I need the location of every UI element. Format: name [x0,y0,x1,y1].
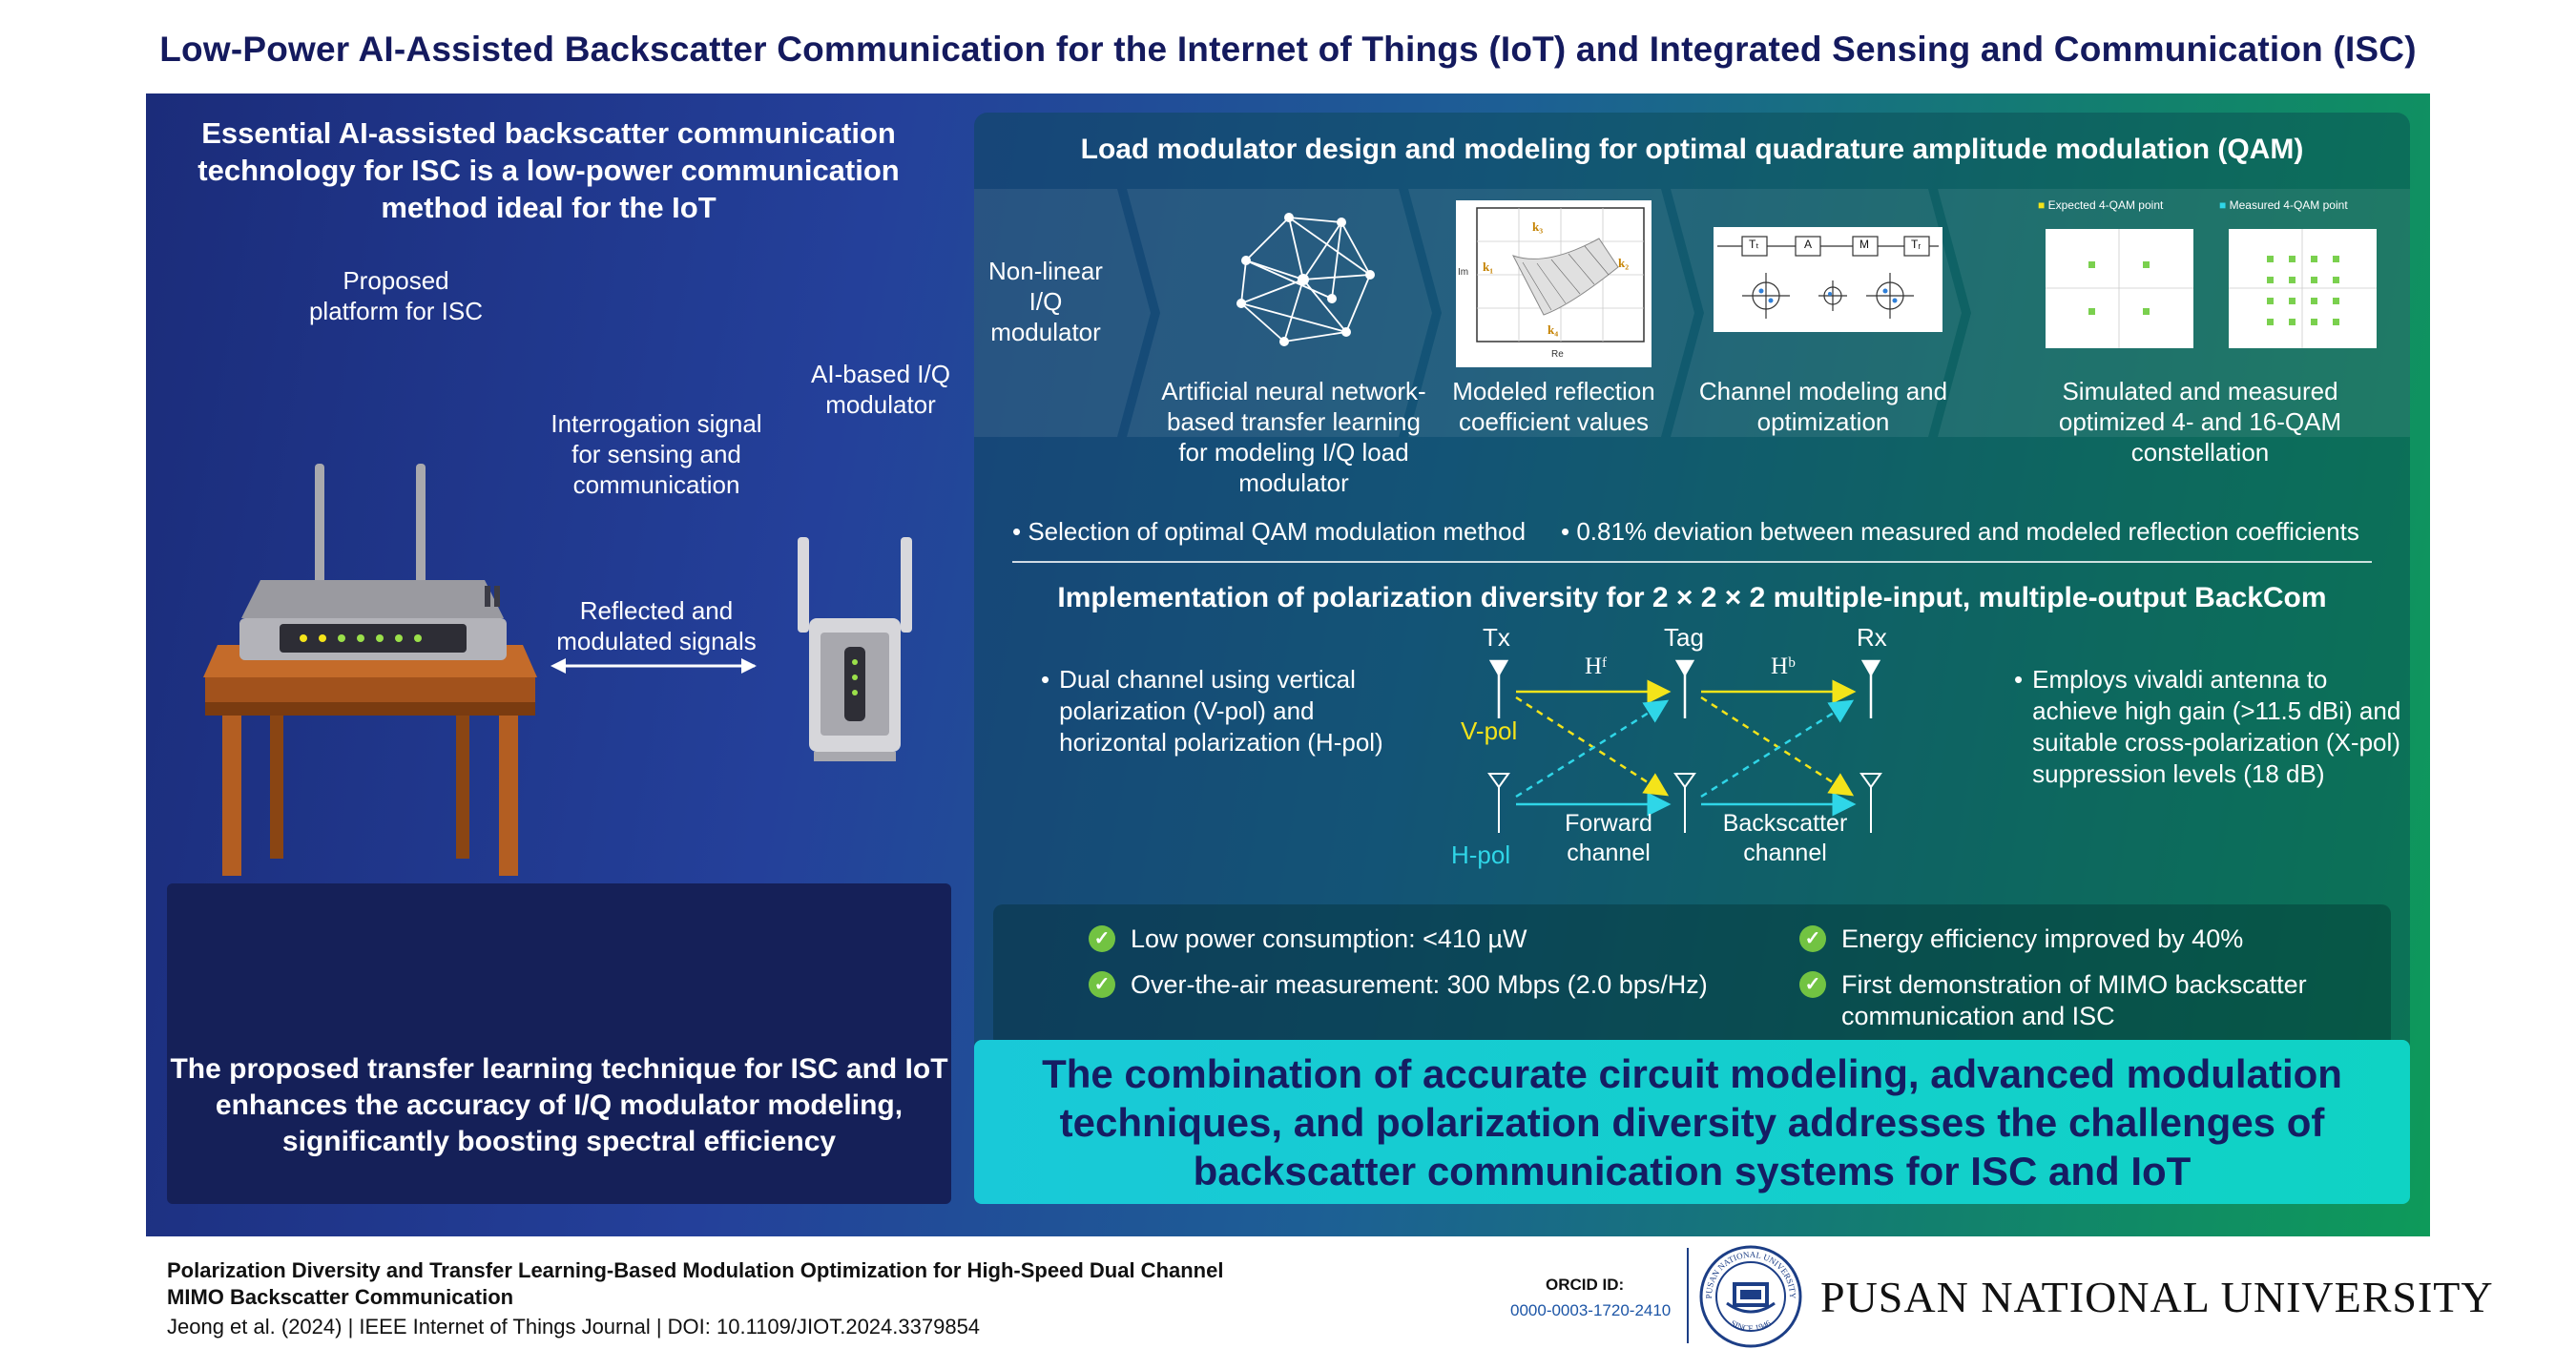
conclusion-box: The combination of accurate circuit mode… [974,1040,2410,1204]
svg-text:SINCE 1946: SINCE 1946 [1729,1318,1773,1333]
reflection-plot: k₃ k₁ k₂ k₄ Re Im [1456,200,1652,367]
qam16-point [2267,319,2274,325]
left-summary-text: The proposed transfer learning technique… [170,1053,948,1157]
feature-mimo-demo: ✓First demonstration of MIMO backscatter… [1799,969,2334,1032]
qam-bullet-1: • Selection of optimal QAM modulation me… [1012,517,1527,546]
channel-block-tr: Tᵣ [1911,238,1922,251]
mimo-left-bullet: •Dual channel using vertical polarizatio… [1041,665,1383,757]
check-icon: ✓ [1799,971,1826,998]
im-axis-label: Im [1458,267,1469,278]
channel-block-m: M [1859,238,1869,251]
signal-arrow-icon [551,658,757,674]
router-icon [239,464,507,660]
university-seal-icon: PUSAN NATIONAL UNIVERSITY SINCE 1946 [1699,1245,1802,1348]
table-icon [203,645,537,876]
feature-ota: ✓Over-the-air measurement: 300 Mbps (2.0… [1089,969,1708,1001]
qam16-point [2289,277,2296,283]
vpol-label: V-pol [1461,716,1518,745]
channel-diagram: Tₜ A M Tᵣ [1714,227,1942,332]
qam16-point [2289,298,2296,304]
check-icon: ✓ [1089,925,1115,952]
backscatter-channel-label: Backscatter channel [1722,810,1848,866]
check-icon: ✓ [1089,971,1115,998]
qam16-point [2333,256,2339,262]
qam-section-title: Load modulator design and modeling for o… [1080,134,2304,165]
re-axis-label: Re [1551,349,1564,360]
title-bar: Low-Power AI-Assisted Backscatter Commun… [146,8,2430,92]
step-channel-modeling: Channel modeling and optimization [1698,377,1948,436]
left-summary-box: The proposed transfer learning technique… [167,883,951,1204]
channel-block-a: A [1804,238,1813,251]
qam16-point [2311,277,2317,283]
step-neural-network: Artificial neural network-based transfer… [1161,377,1426,497]
feature-box: ✓Low power consumption: <410 µW ✓Over-th… [993,904,2391,1048]
channel-block-tt: Tₜ [1749,238,1759,251]
mimo-section-title: Implementation of polarization diversity… [1057,582,2327,613]
right-panel: Load modulator design and modeling for o… [974,113,2410,1204]
paper-title: Polarization Diversity and Transfer Lear… [167,1258,1224,1309]
qam16-point [2267,277,2274,283]
qam-bullet-2: • 0.81% deviation between measured and m… [1561,517,2359,546]
waveform-icon [331,939,782,1028]
tag-label: Tag [1664,623,1704,652]
qam16-point [2267,298,2274,304]
university-name: PUSAN NATIONAL UNIVERSITY [1820,1273,2494,1321]
antenna-icons [1488,659,1881,718]
mimo-right-bullet: •Employs vivaldi antenna to achieve high… [2014,665,2401,788]
qam16-point [2311,319,2317,325]
backscatter-channel-symbol: Hᵇ [1771,654,1796,679]
forward-channel-label: Forward channel [1565,810,1652,866]
tx-label: Tx [1483,623,1510,652]
qam16-point [2267,256,2274,262]
qam16-point [2311,256,2317,262]
hpol-label: H-pol [1451,841,1511,869]
step-reflection-coefficients: Modeled reflection coefficient values [1452,377,1655,436]
qam16-point [2311,298,2317,304]
step-nonlinear-modulator: Non-linear I/Q modulator [988,257,1103,346]
orcid-value[interactable]: 0000-0003-1720-2410 [1510,1301,1672,1319]
footer-divider [1687,1248,1689,1343]
infographic-panel: Essential AI-assisted backscatter commun… [146,93,2430,1236]
qam16-point [2333,319,2339,325]
k3-label: k₃ [1532,219,1544,234]
check-icon: ✓ [1799,925,1826,952]
legend-expected: ■ Expected 4-QAM point [2038,198,2164,212]
feature-energy: ✓Energy efficiency improved by 40% [1799,924,2243,955]
page-title: Low-Power AI-Assisted Backscatter Commun… [159,30,2417,69]
qam16-point [2289,256,2296,262]
orcid-label: ORCID ID: [1546,1276,1625,1294]
tag-device-icon [798,537,912,761]
forward-channel-symbol: Hᶠ [1585,654,1608,679]
qam16-point [2333,277,2339,283]
qam16-point [2333,298,2339,304]
step-qam-constellation: Simulated and measured optimized 4- and … [2058,377,2342,467]
section-divider [1012,561,2372,563]
qam16-point [2289,319,2296,325]
seal-bottom-text: SINCE 1946 [1729,1318,1773,1333]
constellation-plots: ■ Expected 4-QAM point ■ Measured 4-QAM … [2028,198,2396,365]
k4-label: k₄ [1548,322,1559,337]
left-heading: Essential AI-assisted backscatter commun… [197,116,900,224]
k1-label: k₁ [1483,259,1494,274]
interrogation-label: Interrogation signal for sensing and com… [551,409,762,499]
paper-citation: Jeong et al. (2024) | IEEE Internet of T… [167,1315,981,1339]
platform-label: Proposed platform for ISC [308,266,484,325]
modulator-label: AI-based I/Q modulator [811,360,950,419]
legend-measured: ■ Measured 4-QAM point [2219,198,2348,212]
k2-label: k₂ [1618,256,1630,270]
platform-illustration [203,464,912,876]
conclusion-text: The combination of accurate circuit mode… [1042,1051,2342,1193]
neural-network-icon [1236,213,1375,346]
feature-low-power: ✓Low power consumption: <410 µW [1089,924,1527,955]
mimo-diagram [1487,659,1882,833]
reflected-label: Reflected and modulated signals [556,596,757,655]
rx-label: Rx [1857,623,1887,652]
